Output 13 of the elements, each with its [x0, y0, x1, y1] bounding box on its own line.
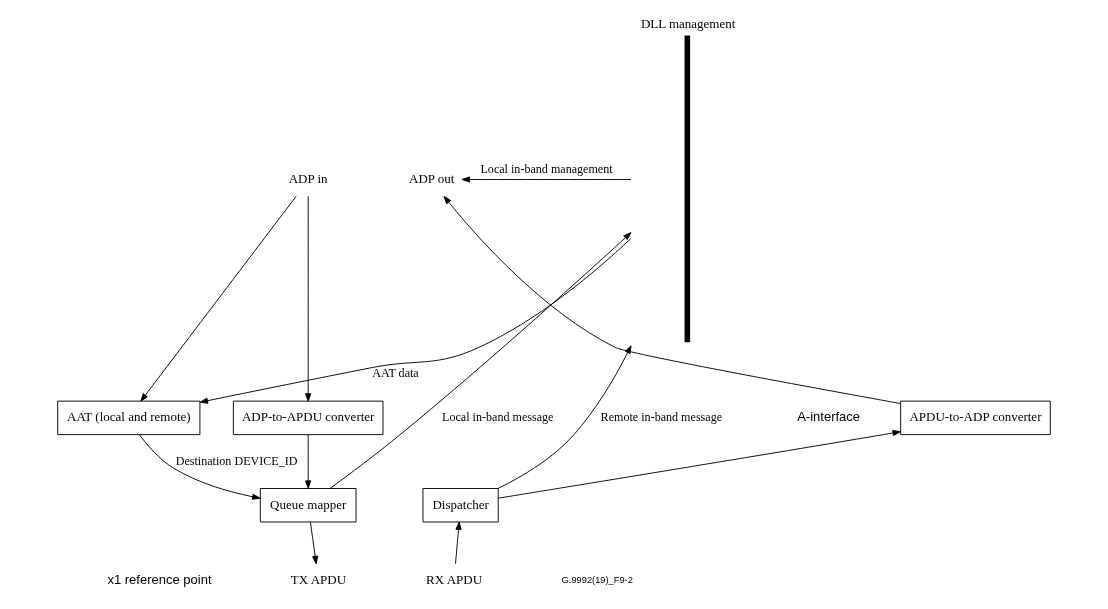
edge-label: Destination DEVICE_ID	[175, 453, 298, 468]
label: x1 reference point	[107, 571, 212, 587]
label: G.9992(19)_F9-2	[561, 574, 633, 585]
edge-label: Local in-band management	[480, 162, 613, 177]
node-text: ADP out	[409, 170, 455, 186]
edge-label: AAT data	[372, 366, 419, 381]
node-text: RX APDU	[426, 571, 483, 587]
node-label: DLL management	[640, 16, 736, 32]
edge-label: Remote in-band message	[600, 410, 723, 425]
label: A-interface	[797, 409, 861, 425]
node-text: ADP in	[288, 170, 328, 186]
node-text: TX APDU	[290, 571, 347, 587]
edge-label: Local in-band message	[442, 410, 554, 425]
